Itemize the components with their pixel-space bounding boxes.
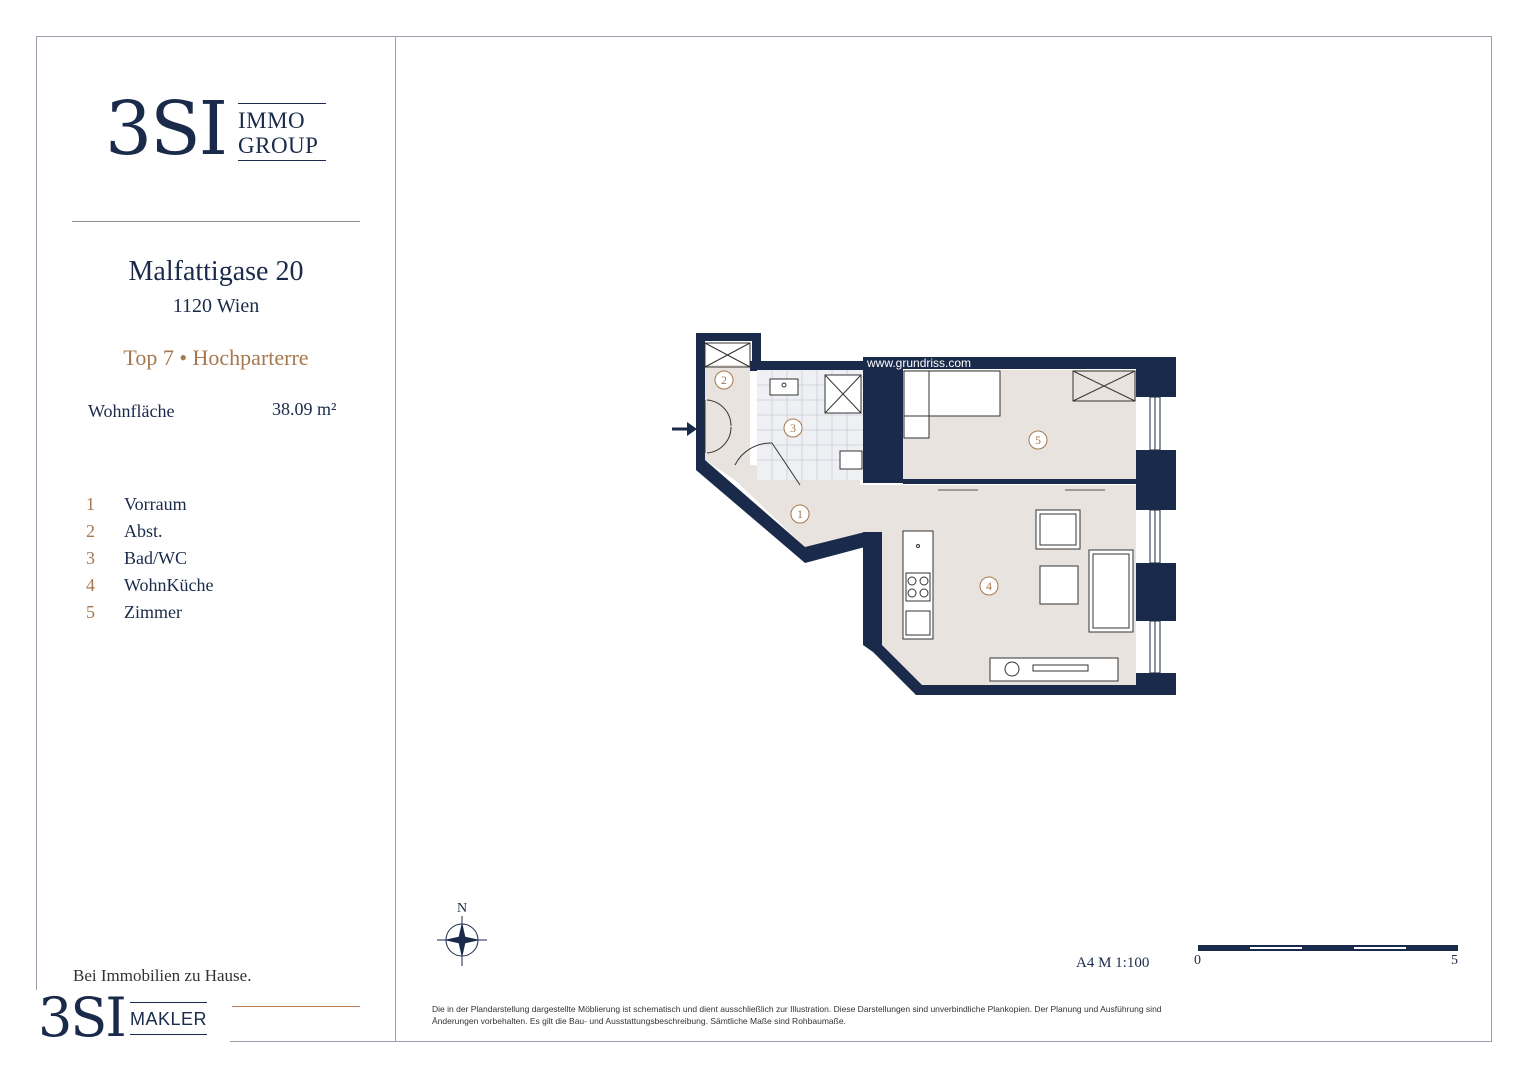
room-marker-2-label: 2 xyxy=(721,373,727,387)
north-label: N xyxy=(457,901,467,916)
entrance-door xyxy=(704,399,801,486)
room-marker-5 xyxy=(1028,430,1048,450)
makler-logo: 3SI MAKLER xyxy=(30,986,230,1050)
footer-accent-line xyxy=(232,1006,360,1007)
panel-divider xyxy=(395,36,396,1042)
room-legend: 1 Vorraum 2 Abst. 3 Bad/WC 4 WohnKüche 5… xyxy=(86,494,346,629)
room-marker-4 xyxy=(979,576,999,596)
makler-logo-main: 3SI xyxy=(38,986,127,1049)
windows xyxy=(1149,396,1161,674)
room-number: 5 xyxy=(86,602,95,622)
entry-arrow-icon xyxy=(672,422,697,436)
header-divider xyxy=(72,221,360,222)
unit-label: Top 7 • Hochparterre xyxy=(123,345,309,370)
room-number: 3 xyxy=(86,548,95,568)
north-arrow-icon: N xyxy=(437,901,487,966)
bed xyxy=(903,370,1001,439)
logo-sub-text: IMMO GROUP xyxy=(238,103,326,161)
room-name: Vorraum xyxy=(124,494,187,514)
page-frame xyxy=(36,36,1492,1042)
floor-plan: 2 3 5 1 4 www.grundriss.com xyxy=(672,333,1176,695)
room-number: 1 xyxy=(86,494,95,514)
room-number: 2 xyxy=(86,521,95,541)
room-marker-3-label: 3 xyxy=(790,421,796,435)
room-marker-4-label: 4 xyxy=(986,579,992,593)
room-number: 4 xyxy=(86,575,95,595)
room-marker-1-label: 1 xyxy=(797,507,803,521)
property-street: Malfattigase 20 xyxy=(128,256,304,287)
tagline: Bei Immobilien zu Hause. xyxy=(73,966,252,985)
scale-start: 0 xyxy=(1194,953,1201,968)
room-marker-3 xyxy=(783,418,803,438)
scale-label: A4 M 1:100 xyxy=(1076,955,1150,971)
room-name: Zimmer xyxy=(124,602,182,622)
logo-line-2: GROUP xyxy=(238,133,319,158)
partition-wall xyxy=(903,479,1136,484)
scale-bar xyxy=(1198,945,1458,951)
kitchen-counter xyxy=(902,530,934,640)
room-legend-item: 2 Abst. xyxy=(86,521,346,548)
room-legend-item: 3 Bad/WC xyxy=(86,548,346,575)
area-label: Wohnfläche xyxy=(88,401,175,421)
room-legend-item: 1 Vorraum xyxy=(86,494,346,521)
logo-line-1: IMMO xyxy=(238,108,306,133)
room-name: Abst. xyxy=(124,521,163,541)
room-name: WohnKüche xyxy=(124,575,214,595)
makler-logo-sub: MAKLER xyxy=(130,1002,208,1035)
room-markers: 2 3 5 1 4 xyxy=(714,370,1048,596)
bathroom-fixtures xyxy=(769,374,863,470)
storage-cabinet xyxy=(704,342,1136,402)
room-marker-2 xyxy=(714,370,734,390)
room-legend-item: 5 Zimmer xyxy=(86,602,346,629)
room-legend-item: 4 WohnKüche xyxy=(86,575,346,602)
company-logo: 3SI IMMO GROUP xyxy=(105,89,335,175)
room-marker-1 xyxy=(790,504,810,524)
walls xyxy=(696,333,1176,695)
living-furniture xyxy=(989,509,1134,682)
logo-main-text: 3SI xyxy=(105,86,228,172)
property-city: 1120 Wien xyxy=(172,295,260,317)
room-name: Bad/WC xyxy=(124,548,187,568)
scale-end: 5 xyxy=(1451,953,1458,968)
room-marker-5-label: 5 xyxy=(1035,433,1041,447)
disclaimer-text: Die in der Plandarstellung dargestellte … xyxy=(432,1004,1162,1026)
area-value: 38.09 m² xyxy=(272,399,337,419)
plan-watermark: www.grundriss.com xyxy=(866,356,971,370)
